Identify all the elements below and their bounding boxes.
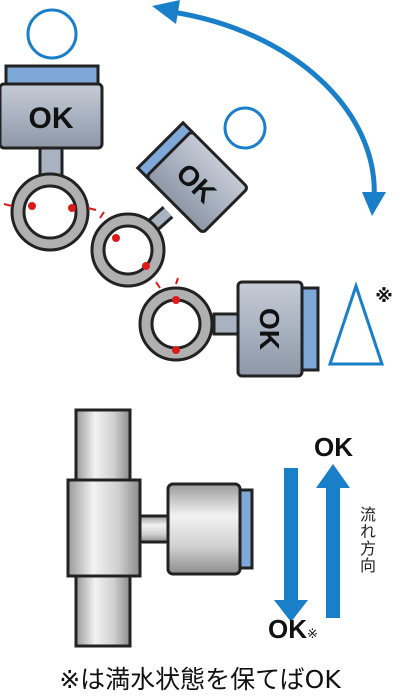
triangle-note: ※ xyxy=(375,286,393,307)
circle-mark xyxy=(26,8,78,60)
footnote: ※は満水状態を保てばOK xyxy=(59,665,341,694)
gauge-label-1: OK xyxy=(29,102,74,135)
gauge-label-3: OK xyxy=(254,308,285,350)
flow-label-ok-bottom: OK※ xyxy=(268,614,318,645)
flow-direction-arrows xyxy=(274,464,350,622)
rotation-arrow xyxy=(152,0,386,216)
pipe-mount-illustration xyxy=(66,408,254,648)
gauge-position-tilted: OK xyxy=(90,106,267,289)
circle-mark xyxy=(223,106,267,150)
flow-label-ok-top: OK xyxy=(314,432,353,462)
gauge-position-vertical: OK xyxy=(0,8,104,252)
pipe-coupling xyxy=(66,478,142,578)
gauge-position-horizontal: ※ OK xyxy=(138,277,393,378)
ok-bottom-note: ※ xyxy=(307,626,318,641)
triangle-mark xyxy=(327,281,385,366)
flow-direction-label: 流れ方向 xyxy=(357,506,376,574)
ok-bottom-text: OK xyxy=(268,614,307,644)
